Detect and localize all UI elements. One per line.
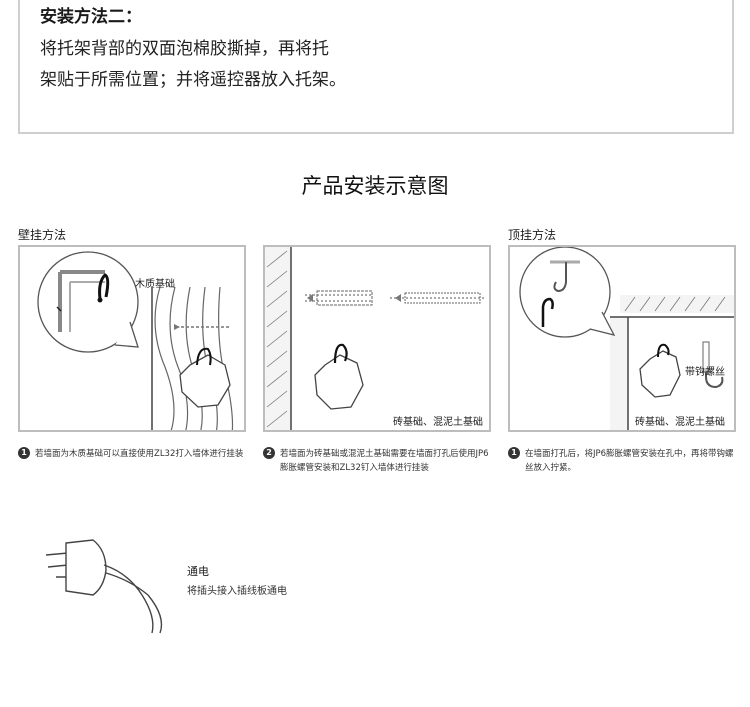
wall-mount-label: 壁挂方法 [18,228,67,242]
hook-screw-label: 带钩螺丝 [685,367,725,378]
brick-wall-illustration [265,247,485,430]
method-line: 将托架背部的双面泡棉胶撕掉，再将托 [40,39,329,59]
note-ceiling: 1 在墙面打孔后，将JP6膨胀螺管安装在孔中，再将带钩螺丝放入拧紧。 [508,447,740,475]
wood-base-label: 木质基础 [135,279,175,290]
panel-ceiling-mount: 带钩螺丝 砖基础、混泥土基础 [508,245,736,432]
method-description: 将托架背部的双面泡棉胶撕掉，再将托 架贴于所需位置；并将遥控器放入托架。 [40,34,420,96]
power-description: 将插头接入插线板通电 [187,586,287,597]
note-text: 在墙面打孔后，将JP6膨胀螺管安装在孔中，再将带钩螺丝放入拧紧。 [525,449,734,473]
panel-wood-wall: 木质基础 [18,245,246,432]
step-number-badge: 1 [508,447,520,459]
ceiling-mount-illustration [519,247,734,430]
method-line: 架贴于所需位置；并将遥控器放入托架。 [40,70,346,90]
note-brick: 2 若墙面为砖基础或混泥土基础需要在墙面打孔后使用JP6膨胀螺管安装和ZL32钉… [263,447,495,475]
diagram-title: 产品安装示意图 [301,174,449,198]
note-wood: 1 若墙面为木质基础可以直接使用ZL32打入墙体进行挂装 [18,447,250,461]
note-text: 若墙面为木质基础可以直接使用ZL32打入墙体进行挂装 [35,449,244,459]
brick-base-label: 砖基础、混泥土基础 [635,417,725,428]
method-title: 安装方法二： [40,7,142,27]
power-title: 通电 [187,565,209,578]
ceiling-mount-label: 顶挂方法 [508,228,557,242]
panel-brick-wall: 砖基础、混泥土基础 [263,245,491,432]
step-number-badge: 1 [18,447,30,459]
method-two-box: 安装方法二： 将托架背部的双面泡棉胶撕掉，再将托 架贴于所需位置；并将遥控器放入… [18,0,734,134]
brick-base-label: 砖基础、混泥土基础 [393,417,483,428]
wood-wall-illustration [37,251,234,430]
step-number-badge: 2 [263,447,275,459]
power-plug-illustration [45,539,163,634]
note-text: 若墙面为砖基础或混泥土基础需要在墙面打孔后使用JP6膨胀螺管安装和ZL32钉入墙… [280,449,489,473]
